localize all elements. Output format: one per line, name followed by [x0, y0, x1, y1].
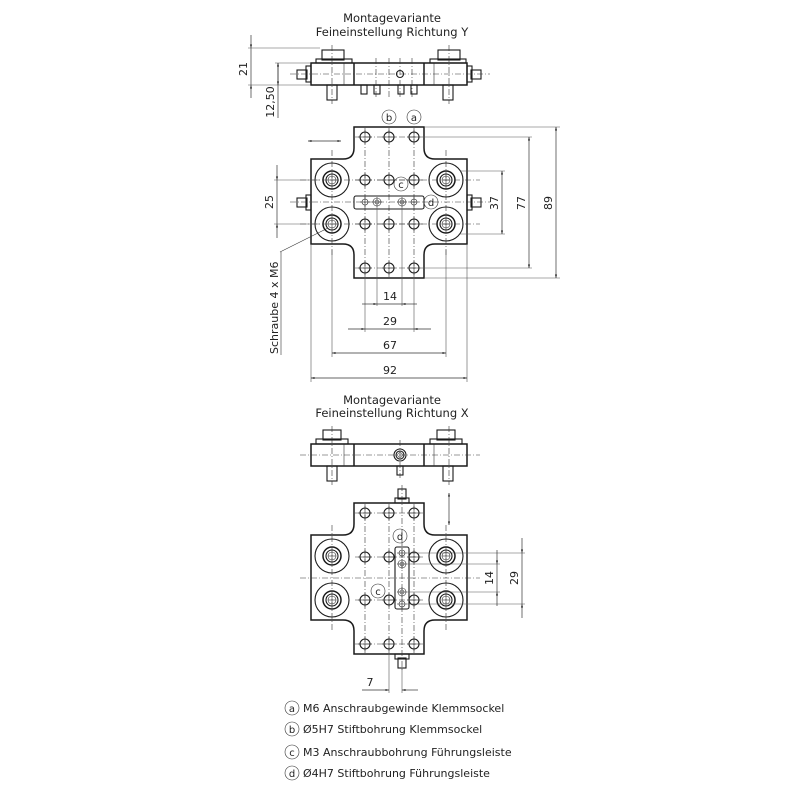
legend-item: a M6 Anschraubgewinde Klemmsockel — [284, 700, 504, 716]
dim-92: 92 — [383, 364, 397, 377]
screw-callout: Schraube 4 x M6 — [268, 262, 281, 354]
bottom-view-title-line1: Montagevariante — [343, 393, 441, 407]
top-view-title: Montagevariante Feineinstellung Richtung… — [316, 11, 469, 39]
dim-right-top: 37 77 89 — [424, 126, 560, 279]
svg-text:a: a — [411, 113, 417, 124]
dim-bottom-top: 14 29 67 92 — [310, 205, 468, 382]
legend-marker — [284, 744, 300, 760]
legend-item: c M3 Anschraubbohrung Führungsleiste — [284, 744, 512, 760]
dim-25: 25 — [263, 195, 276, 209]
legend-item: b Ø5H7 Stiftbohrung Klemmsockel — [284, 721, 482, 737]
legend-item: d Ø4H7 Stiftbohrung Führungsleiste — [284, 765, 490, 781]
dim-side-heights: 21 12,50 — [237, 35, 320, 118]
dim-29: 29 — [383, 315, 397, 328]
legend-marker-label: b — [289, 725, 295, 736]
dim-right-bottom: 14 29 — [407, 538, 525, 618]
legend-marker-label: c — [289, 748, 295, 759]
plan-view-x — [300, 485, 480, 672]
legend-marker — [284, 700, 300, 716]
marker-b-top: b — [381, 109, 397, 125]
marker-a-top: a — [406, 109, 422, 125]
dim-left-top: 25 Schraube 4 x M6 — [263, 165, 329, 355]
legend-marker-label: a — [289, 704, 295, 715]
svg-text:d: d — [428, 198, 434, 209]
marker-c-top: c — [393, 176, 409, 192]
dim-bottom-x: 7 — [362, 654, 418, 693]
svg-text:b: b — [386, 113, 392, 124]
marker-d-top: d — [423, 194, 439, 210]
plan-view-y — [290, 126, 490, 279]
dim-37: 37 — [488, 196, 501, 210]
dim-77: 77 — [515, 196, 528, 210]
svg-text:c: c — [375, 587, 381, 598]
marker-c-bottom: c — [370, 583, 386, 599]
legend-text: Ø5H7 Stiftbohrung Klemmsockel — [303, 723, 482, 736]
dim-89: 89 — [542, 196, 555, 210]
legend-marker — [284, 721, 300, 737]
dim-x-14: 14 — [483, 571, 496, 585]
legend-marker-label: d — [289, 769, 295, 780]
marker-d-bottom: d — [392, 528, 408, 544]
dim-7: 7 — [367, 676, 374, 689]
legend-text: M3 Anschraubbohrung Führungsleiste — [303, 746, 512, 759]
dim-x-29: 29 — [508, 571, 521, 585]
svg-text:c: c — [398, 180, 404, 191]
legend-marker — [284, 765, 300, 781]
dim-12-50: 12,50 — [264, 86, 277, 118]
side-view-x — [300, 426, 480, 485]
bottom-view-title-line2: Feineinstellung Richtung X — [315, 406, 468, 420]
dim-21: 21 — [237, 62, 250, 76]
dim-67: 67 — [383, 339, 397, 352]
legend-text: M6 Anschraubgewinde Klemmsockel — [303, 702, 504, 715]
legend-text: Ø4H7 Stiftbohrung Führungsleiste — [303, 767, 490, 780]
bottom-view-title: Montagevariante Feineinstellung Richtung… — [315, 393, 468, 420]
legend: a M6 Anschraubgewinde Klemmsockel b Ø5H7 St… — [284, 700, 512, 781]
svg-text:d: d — [397, 532, 403, 543]
top-view-title-line2: Feineinstellung Richtung Y — [316, 25, 469, 39]
top-view-title-line1: Montagevariante — [343, 11, 441, 25]
side-view-y — [290, 45, 490, 104]
dim-14: 14 — [383, 290, 397, 303]
